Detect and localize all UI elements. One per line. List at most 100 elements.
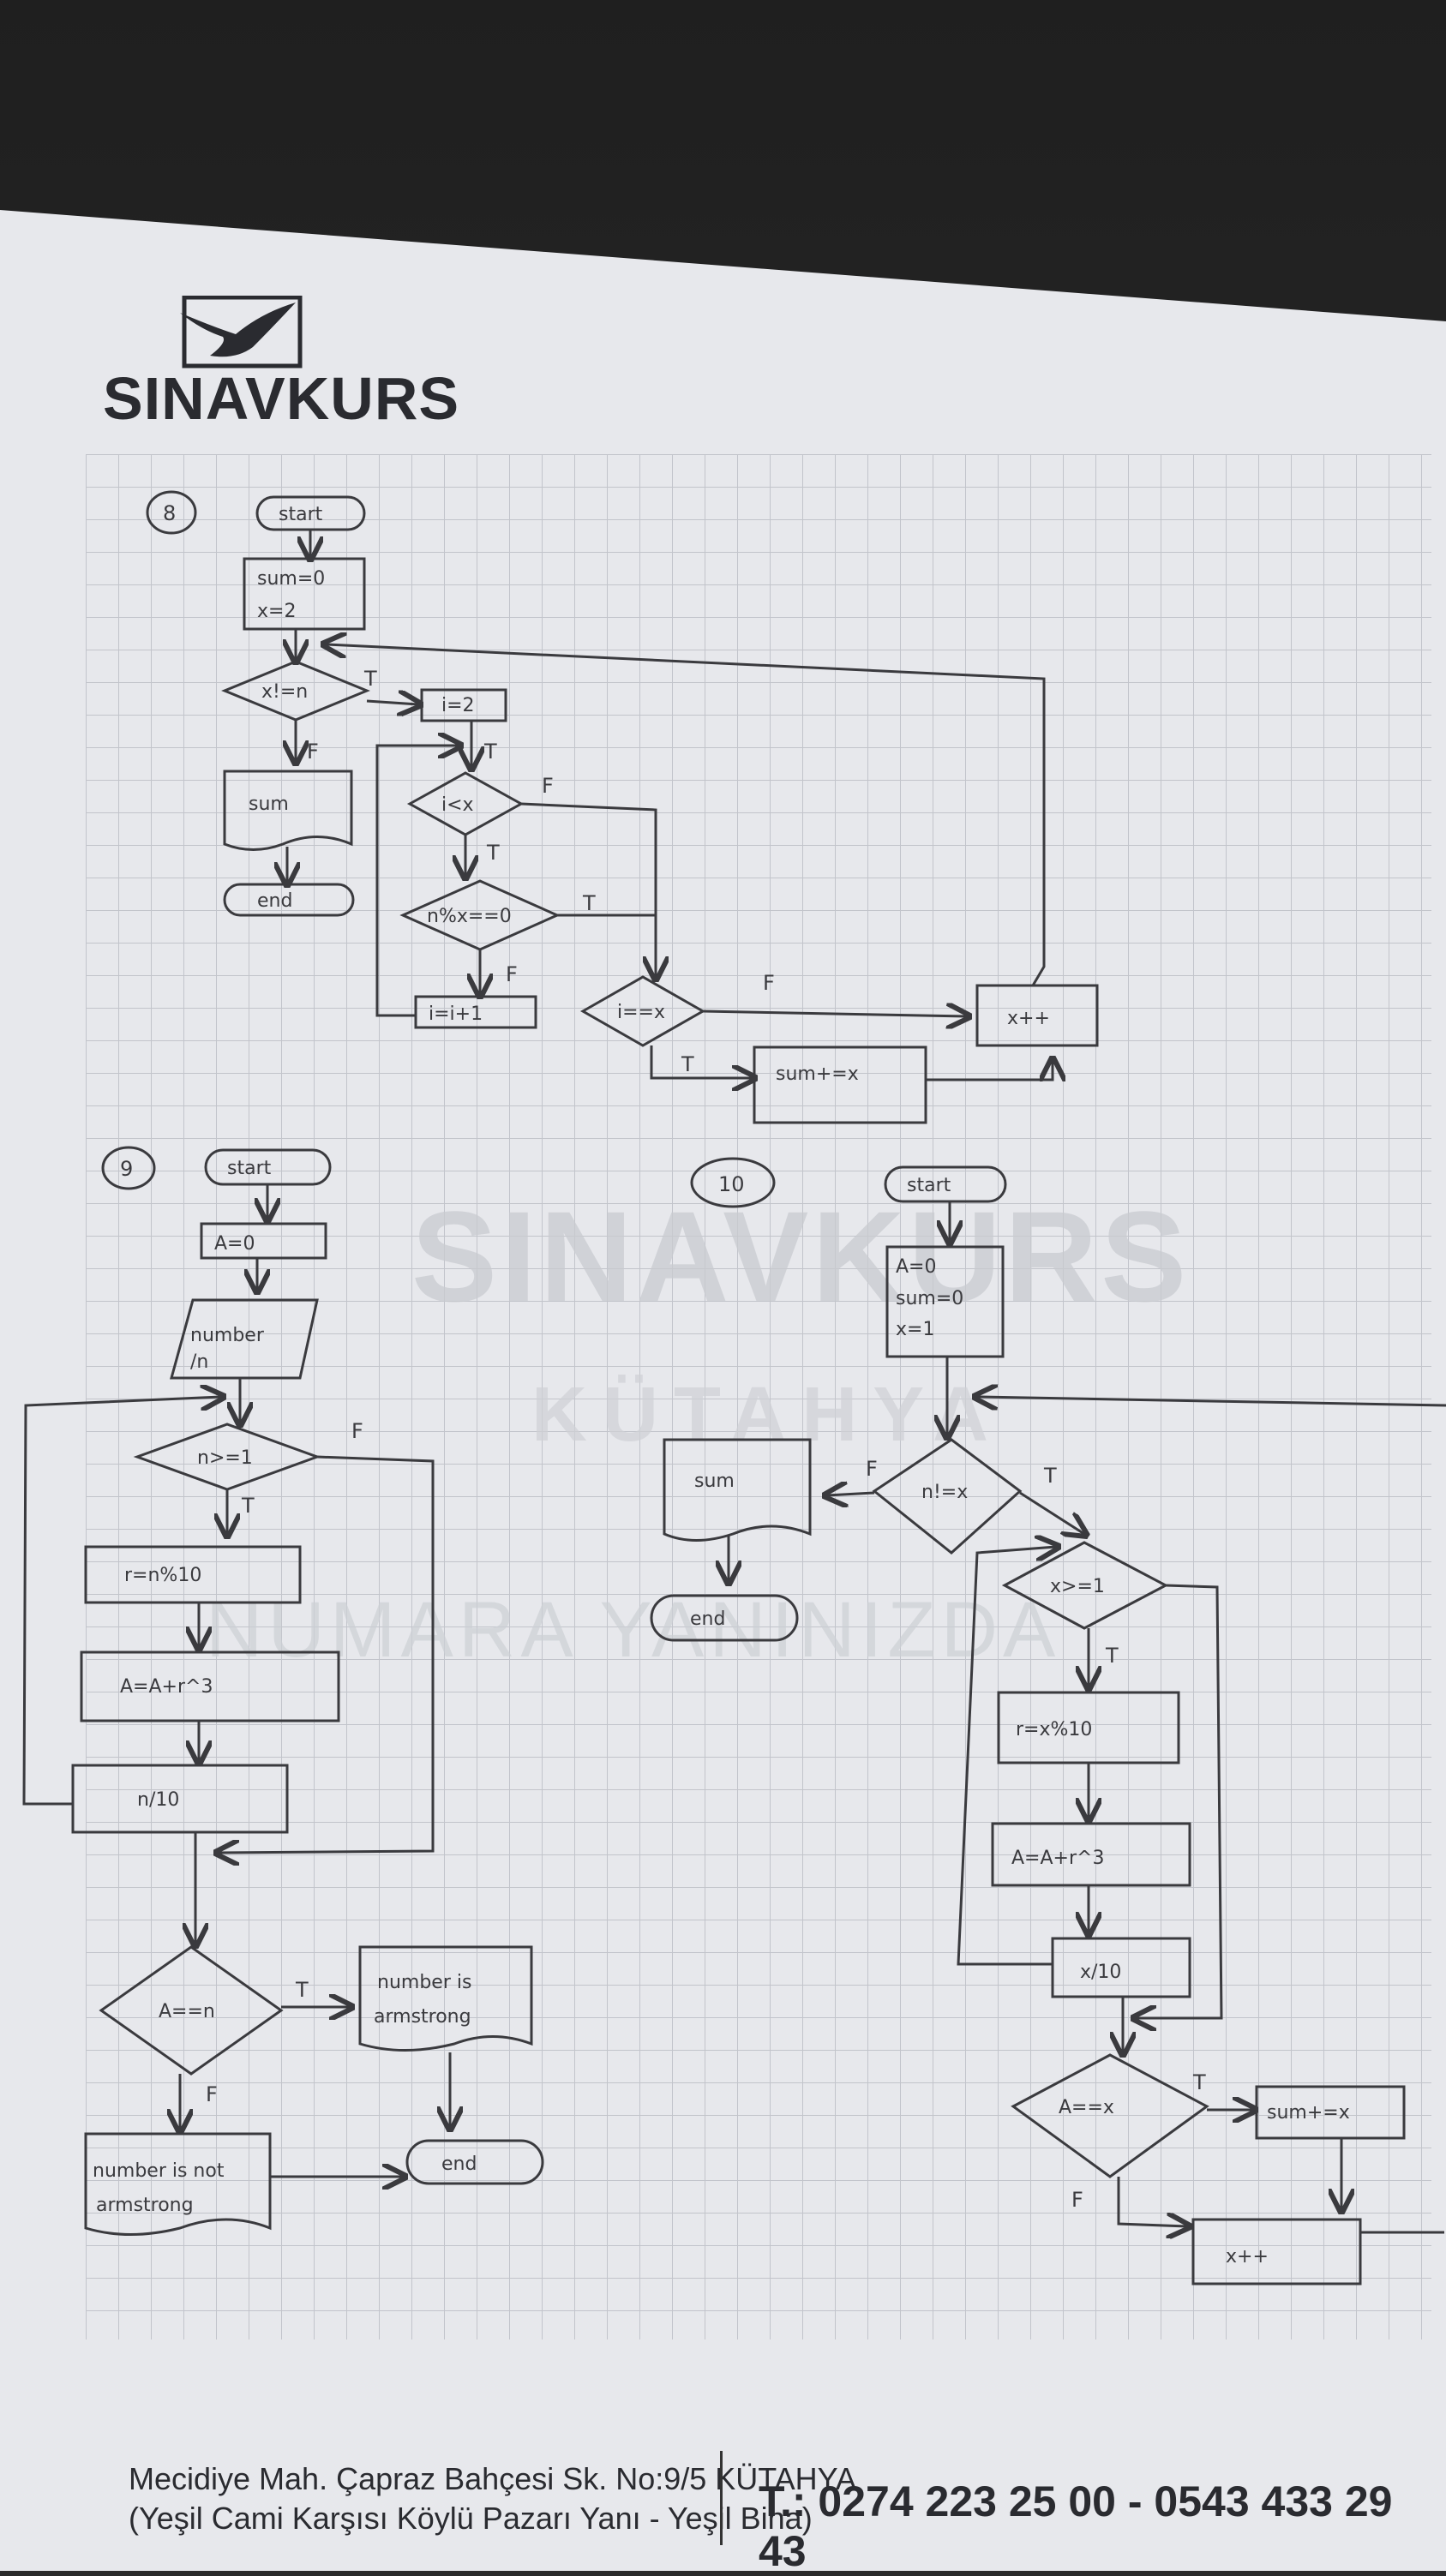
flow9-output-yes-line1: number is	[377, 1972, 471, 1993]
flow8-init-x: x=2	[257, 601, 296, 622]
flowchart-9: 9 start A=0 number /n n>=1 F T r=n%10 A=…	[22, 1146, 544, 2236]
watermark-slogan: NUMARA YANINIZDA	[206, 1586, 1061, 1674]
flow9-input-line2: /n	[190, 1351, 208, 1373]
flow8-init-box	[243, 557, 366, 631]
flow8-decision-main	[221, 660, 370, 722]
flow9-output-yes-line2: armstrong	[374, 2006, 471, 2028]
flowchart-10: 10 start A=0 sum=0 x=1 n!=x F T sum end …	[650, 1157, 1446, 2285]
flow10-output-label: sum	[694, 1471, 735, 1492]
flow8-incr-i-label: i=i+1	[429, 1003, 483, 1025]
flow8-true-label-1: T	[363, 667, 377, 691]
flow8-false-label-4: F	[763, 971, 775, 995]
flow10-acc-box	[991, 1822, 1191, 1887]
flow9-acc-box	[80, 1650, 340, 1722]
flow8-decision-mod-label: n%x==0	[427, 906, 512, 927]
footer-divider	[720, 2451, 723, 2545]
flow9-output-no-line2: armstrong	[96, 2195, 194, 2216]
flow10-init-box	[885, 1245, 1005, 1358]
flow9-number-circle	[101, 1146, 156, 1190]
flow8-decision-i-label: i<x	[441, 794, 474, 816]
flow10-true-label-1: T	[1043, 1464, 1057, 1488]
flow10-true-label-3: T	[1192, 2070, 1206, 2094]
flowchart-8: 8 start sum=0 x=2 x!=n T F sum end i=2 T…	[146, 490, 1099, 1124]
flow8-number: 8	[163, 501, 176, 525]
flow10-true-label-2: T	[1105, 1644, 1119, 1668]
flow8-false-label-1: F	[307, 740, 319, 764]
flow9-decision-eq-label: A==n	[159, 2001, 215, 2022]
flow10-acc-label: A=A+r^3	[1011, 1848, 1104, 1869]
flow8-end-label: end	[257, 890, 292, 912]
flow9-acc-label: A=A+r^3	[120, 1676, 213, 1698]
flow10-number: 10	[718, 1172, 745, 1196]
flow10-x-inc-label: x++	[1226, 2246, 1269, 2267]
flow10-start-label: start	[907, 1175, 951, 1196]
flow8-sum-add-label: sum+=x	[776, 1063, 859, 1085]
flow10-output-doc	[663, 1438, 812, 1542]
flow10-start-terminal	[884, 1165, 1007, 1203]
flow10-mod-label: r=x%10	[1016, 1719, 1092, 1740]
flow10-init-sum: sum=0	[896, 1288, 963, 1309]
flow10-decision-loop-label: x>=1	[1050, 1576, 1105, 1597]
flow10-false-label-1: F	[866, 1457, 878, 1481]
flow8-true-label-2: T	[483, 740, 497, 764]
flow8-true-label-5: T	[681, 1052, 694, 1076]
flow8-decision-main-label: x!=n	[261, 681, 308, 703]
flow8-end-terminal	[223, 883, 355, 917]
brand-logo-text: SINAVKURS	[103, 365, 460, 432]
flow10-sum-add-label: sum+=x	[1267, 2102, 1350, 2124]
flow9-output-yes	[358, 1945, 533, 2052]
flow9-input-line1: number	[190, 1325, 265, 1346]
flow9-number: 9	[120, 1157, 133, 1181]
flow9-end-label: end	[441, 2154, 477, 2175]
flow10-decision-eq	[1011, 2053, 1209, 2178]
flow9-true-label-1: T	[241, 1494, 255, 1518]
flow9-false-label-2: F	[206, 2082, 218, 2106]
flow9-mod-label: r=n%10	[124, 1565, 201, 1586]
flow8-start-label: start	[279, 504, 323, 525]
flow8-x-inc-box	[975, 984, 1099, 1047]
flow9-end-terminal	[405, 2139, 544, 2185]
flow9-start-label: start	[227, 1158, 272, 1179]
footer-phone: T.: 0274 223 25 00 - 0543 433 29 43	[759, 2477, 1393, 2575]
flow10-div-box	[1051, 1937, 1191, 1998]
flow8-true-label-4: T	[582, 891, 596, 915]
flow8-x-inc-label: x++	[1007, 1008, 1050, 1029]
footer-address-line1: Mecidiye Mah. Çapraz Bahçesi Sk. No:9/5 …	[129, 2461, 856, 2496]
flow8-false-label-2: F	[542, 774, 554, 798]
flow8-true-label-3: T	[486, 841, 500, 865]
footer-address-line2: (Yeşil Cami Karşısı Köylü Pazarı Yanı - …	[129, 2501, 813, 2536]
flow8-sum-add-box	[753, 1045, 927, 1124]
flow9-output-no-line1: number is not	[93, 2160, 225, 2182]
flow10-decision-eq-label: A==x	[1059, 2097, 1114, 2118]
flow10-end-label: end	[690, 1609, 725, 1630]
flow8-incr-i-box	[414, 995, 537, 1029]
flow10-false-label-2: F	[1071, 2188, 1083, 2212]
flow9-input-box	[170, 1298, 319, 1380]
flow10-x-inc-box	[1191, 2218, 1362, 2285]
flow9-init-box	[200, 1222, 327, 1260]
flow10-end-terminal	[650, 1594, 799, 1642]
flow9-decision-loop-label: n>=1	[197, 1447, 253, 1469]
eagle-logo-icon	[180, 296, 303, 368]
flow10-number-circle	[690, 1157, 776, 1208]
watermark-city: KÜTAHYA	[531, 1372, 1005, 1458]
flow10-init-x: x=1	[896, 1319, 934, 1340]
flow9-div-box	[71, 1764, 289, 1834]
flow8-output-doc	[223, 770, 353, 851]
flow10-decision-main	[872, 1438, 1023, 1555]
flow9-true-label-2: T	[295, 1978, 309, 2002]
flow8-i-init-box	[420, 688, 507, 722]
flow8-output-label: sum	[249, 794, 289, 815]
flow8-false-label-3: F	[506, 962, 518, 986]
graph-grid	[86, 454, 1431, 2339]
watermark-main: SINAVKURS	[411, 1184, 1191, 1328]
flow9-decision-eq	[99, 1945, 284, 2076]
flow9-false-label-1: F	[351, 1419, 363, 1443]
flow8-init-sum: sum=0	[257, 568, 325, 590]
flow9-init-label: A=0	[214, 1233, 255, 1255]
flow9-mod-box	[84, 1545, 302, 1604]
flow9-div-label: n/10	[137, 1789, 179, 1811]
flow8-number-circle	[146, 490, 197, 535]
flow10-init-A: A=0	[896, 1256, 936, 1278]
